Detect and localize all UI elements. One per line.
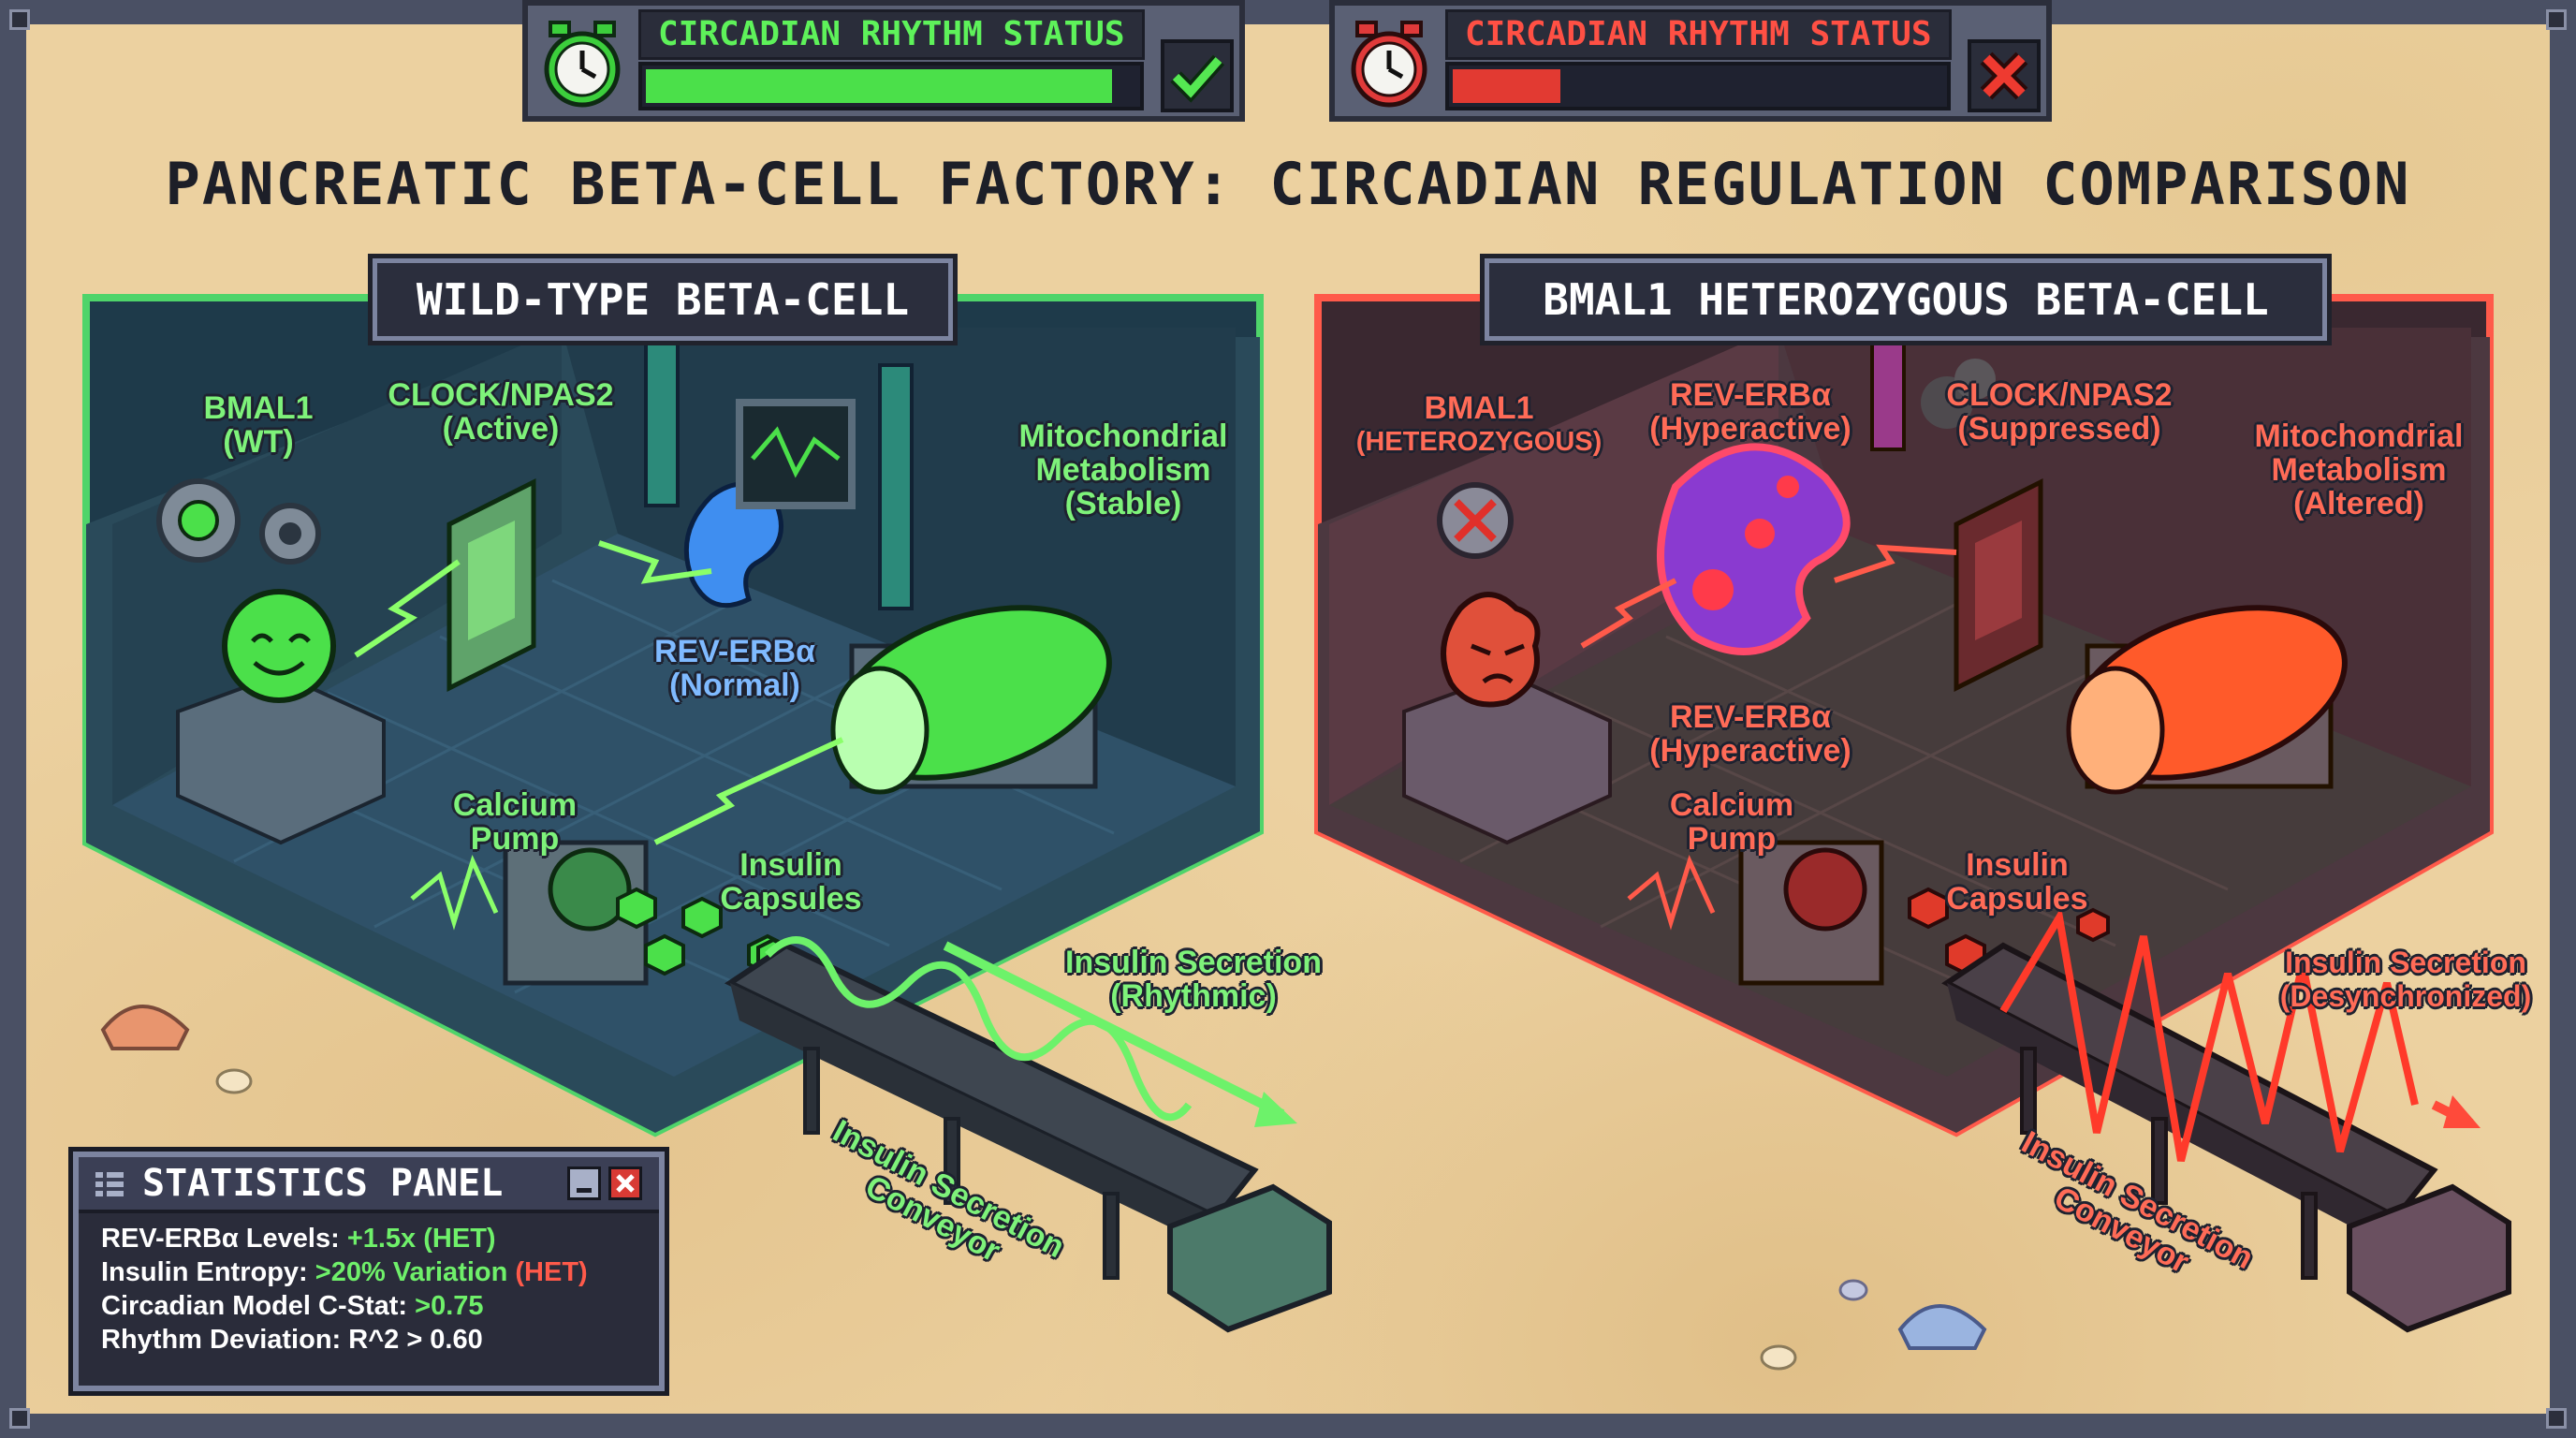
status-progress-bar: [638, 62, 1144, 110]
status-progress-bar: [1445, 62, 1951, 110]
secretion-rhythmic-label: Insulin Secretion(Rhythmic): [1065, 945, 1322, 1014]
cross-icon: [1980, 51, 2028, 100]
status-indicator-button[interactable]: [1161, 39, 1234, 112]
close-icon: [616, 1174, 635, 1193]
seashell-icon: [100, 1005, 1987, 1371]
het-conveyor: [1941, 906, 2511, 1333]
reverb-normal-label: REV-ERBα(Normal): [653, 634, 816, 703]
minimize-button[interactable]: [567, 1167, 601, 1200]
reverb-hyperactive-label: REV-ERBα(Hyperactive): [1649, 377, 1852, 447]
rivet-icon: [2546, 9, 2567, 30]
close-button[interactable]: [608, 1167, 642, 1200]
rivet-icon: [2546, 1408, 2567, 1429]
grid-menu-icon: [95, 1172, 124, 1196]
alarm-clock-icon: [544, 21, 621, 108]
wildtype-room: [82, 294, 1264, 1137]
stat-row-entropy: Insulin Entropy: >20% Variation (HET): [101, 1257, 588, 1287]
het-panel-title: BMAL1 HETEROZYGOUS BETA-CELL: [1485, 258, 2327, 341]
reverb-hyperactive-label-2: REV-ERBα(Hyperactive): [1649, 699, 1852, 769]
rhythm-status-hud-wildtype: CIRCADIAN RHYTHM STATUS: [522, 0, 1245, 122]
status-label: CIRCADIAN RHYTHM STATUS: [1445, 9, 1952, 60]
wildtype-panel-title: WILD-TYPE BETA-CELL: [373, 258, 953, 341]
statistics-panel-title: STATISTICS PANEL: [142, 1162, 504, 1205]
status-indicator-button[interactable]: [1968, 39, 2041, 112]
clock-suppressed-label: CLOCK/NPAS2(Suppressed): [1946, 377, 2173, 447]
check-icon: [1170, 54, 1224, 103]
rhythm-status-hud-het: CIRCADIAN RHYTHM STATUS: [1329, 0, 2052, 122]
stat-row-deviation: Rhythm Deviation: R^2 > 0.60: [101, 1325, 483, 1355]
minimize-icon: [577, 1188, 592, 1193]
statistics-panel: STATISTICS PANEL REV-ERBα Levels: +1.5x …: [73, 1152, 665, 1391]
status-progress-fill: [1453, 69, 1560, 103]
alarm-clock-icon: [1351, 21, 1427, 108]
bmal1-wt-label: BMAL1(WT): [203, 390, 314, 460]
rivet-icon: [9, 1408, 30, 1429]
page-title: PANCREATIC BETA-CELL FACTORY: CIRCADIAN …: [165, 150, 2411, 218]
wildtype-conveyor: [724, 936, 1332, 1333]
stat-row-cstat: Circadian Model C-Stat: >0.75: [101, 1291, 484, 1321]
status-label: CIRCADIAN RHYTHM STATUS: [638, 9, 1145, 60]
bmal1-het-label: BMAL1(HETEROZYGOUS): [1355, 390, 1603, 457]
statistics-panel-header[interactable]: STATISTICS PANEL: [79, 1157, 659, 1213]
secretion-desync-label: Insulin Secretion(Desynchronized): [2279, 946, 2532, 1013]
stat-row-reverb: REV-ERBα Levels: +1.5x (HET): [101, 1224, 496, 1254]
status-progress-fill: [646, 69, 1112, 103]
rivet-icon: [9, 9, 30, 30]
clock-npas2-label: CLOCK/NPAS2(Active): [388, 377, 614, 447]
